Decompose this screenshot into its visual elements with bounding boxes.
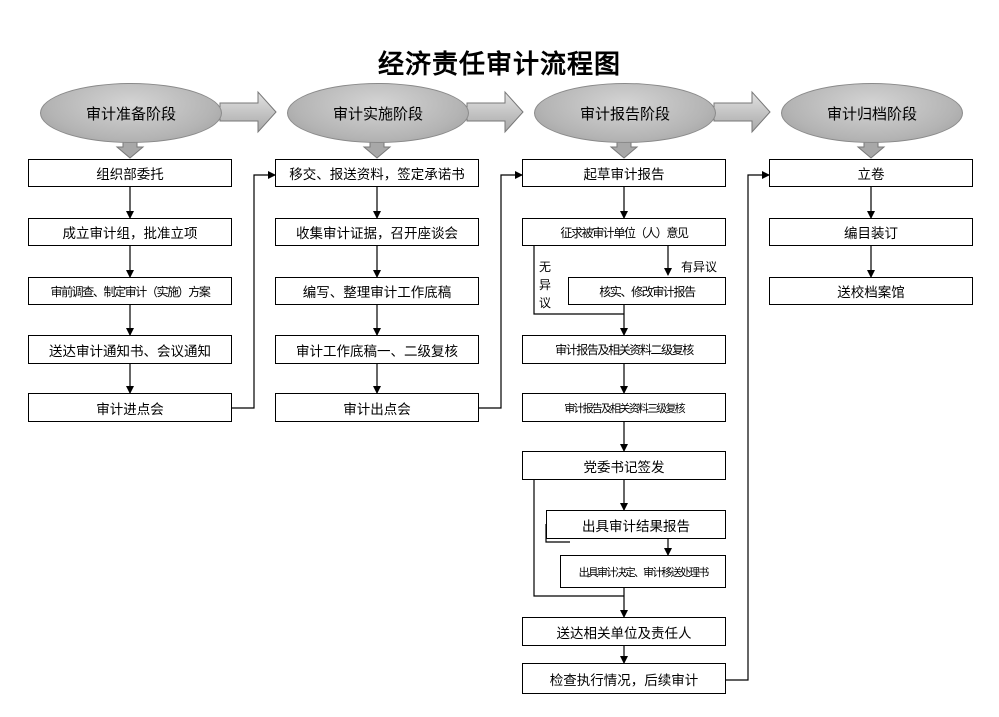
stage-preparation: 审计准备阶段 (40, 83, 222, 143)
step-collect-evidence: 收集审计证据，召开座谈会 (275, 218, 479, 246)
step-entry-meeting: 审计进点会 (28, 393, 232, 422)
page-title: 经济责任审计流程图 (377, 50, 621, 80)
step-second-level-review: 审计报告及相关资料二级复核 (522, 335, 726, 364)
stage-arrow-1 (219, 90, 277, 134)
step-transfer-materials: 移交、报送资料，签定承诺书 (275, 159, 479, 187)
stage-implementation-label: 审计实施阶段 (332, 104, 423, 123)
step-form-audit-team: 成立审计组，批准立项 (28, 218, 232, 246)
stage-arrow-2 (466, 90, 524, 134)
step-revise-report: 核实、修改审计报告 (568, 277, 726, 305)
step-draft-report: 起草审计报告 (522, 159, 726, 187)
step-exit-meeting: 审计出点会 (275, 393, 479, 422)
step-send-to-archive: 送校档案馆 (769, 277, 973, 305)
step-workpaper-review: 审计工作底稿一、二级复核 (275, 335, 479, 364)
label-no-objection: 无异议 (538, 260, 551, 310)
stage-archiving-label: 审计归档阶段 (826, 104, 917, 123)
step-deliver-notices: 送达审计通知书、会议通知 (28, 335, 232, 364)
label-has-objection: 有异议 (681, 260, 718, 274)
stage-implementation: 审计实施阶段 (287, 83, 469, 143)
stage-archiving: 审计归档阶段 (781, 83, 963, 143)
step-issue-result-report: 出具审计结果报告 (546, 510, 726, 539)
step-catalog-binding: 编目装订 (769, 218, 973, 246)
stage-arrow-3 (713, 90, 771, 134)
stage-reporting: 审计报告阶段 (534, 83, 716, 143)
step-organization-commission: 组织部委托 (28, 159, 232, 187)
stage-reporting-label: 审计报告阶段 (579, 104, 670, 123)
step-issue-decision: 出具审计决定、审计移送处理书 (560, 555, 726, 588)
step-compile-workpapers: 编写、整理审计工作底稿 (275, 277, 479, 305)
step-pre-audit-survey: 审前调查、制定审计（实施）方案 (28, 277, 232, 305)
step-deliver-to-parties: 送达相关单位及责任人 (522, 617, 726, 646)
step-third-level-review: 审计报告及相关资料三级复核 (522, 393, 726, 422)
step-file-volume: 立卷 (769, 159, 973, 187)
stage-preparation-label: 审计准备阶段 (85, 104, 176, 123)
step-follow-up-audit: 检查执行情况，后续审计 (522, 663, 726, 694)
step-secretary-sign: 党委书记签发 (522, 451, 726, 480)
step-solicit-opinions: 征求被审计单位（人）意见 (522, 218, 726, 246)
